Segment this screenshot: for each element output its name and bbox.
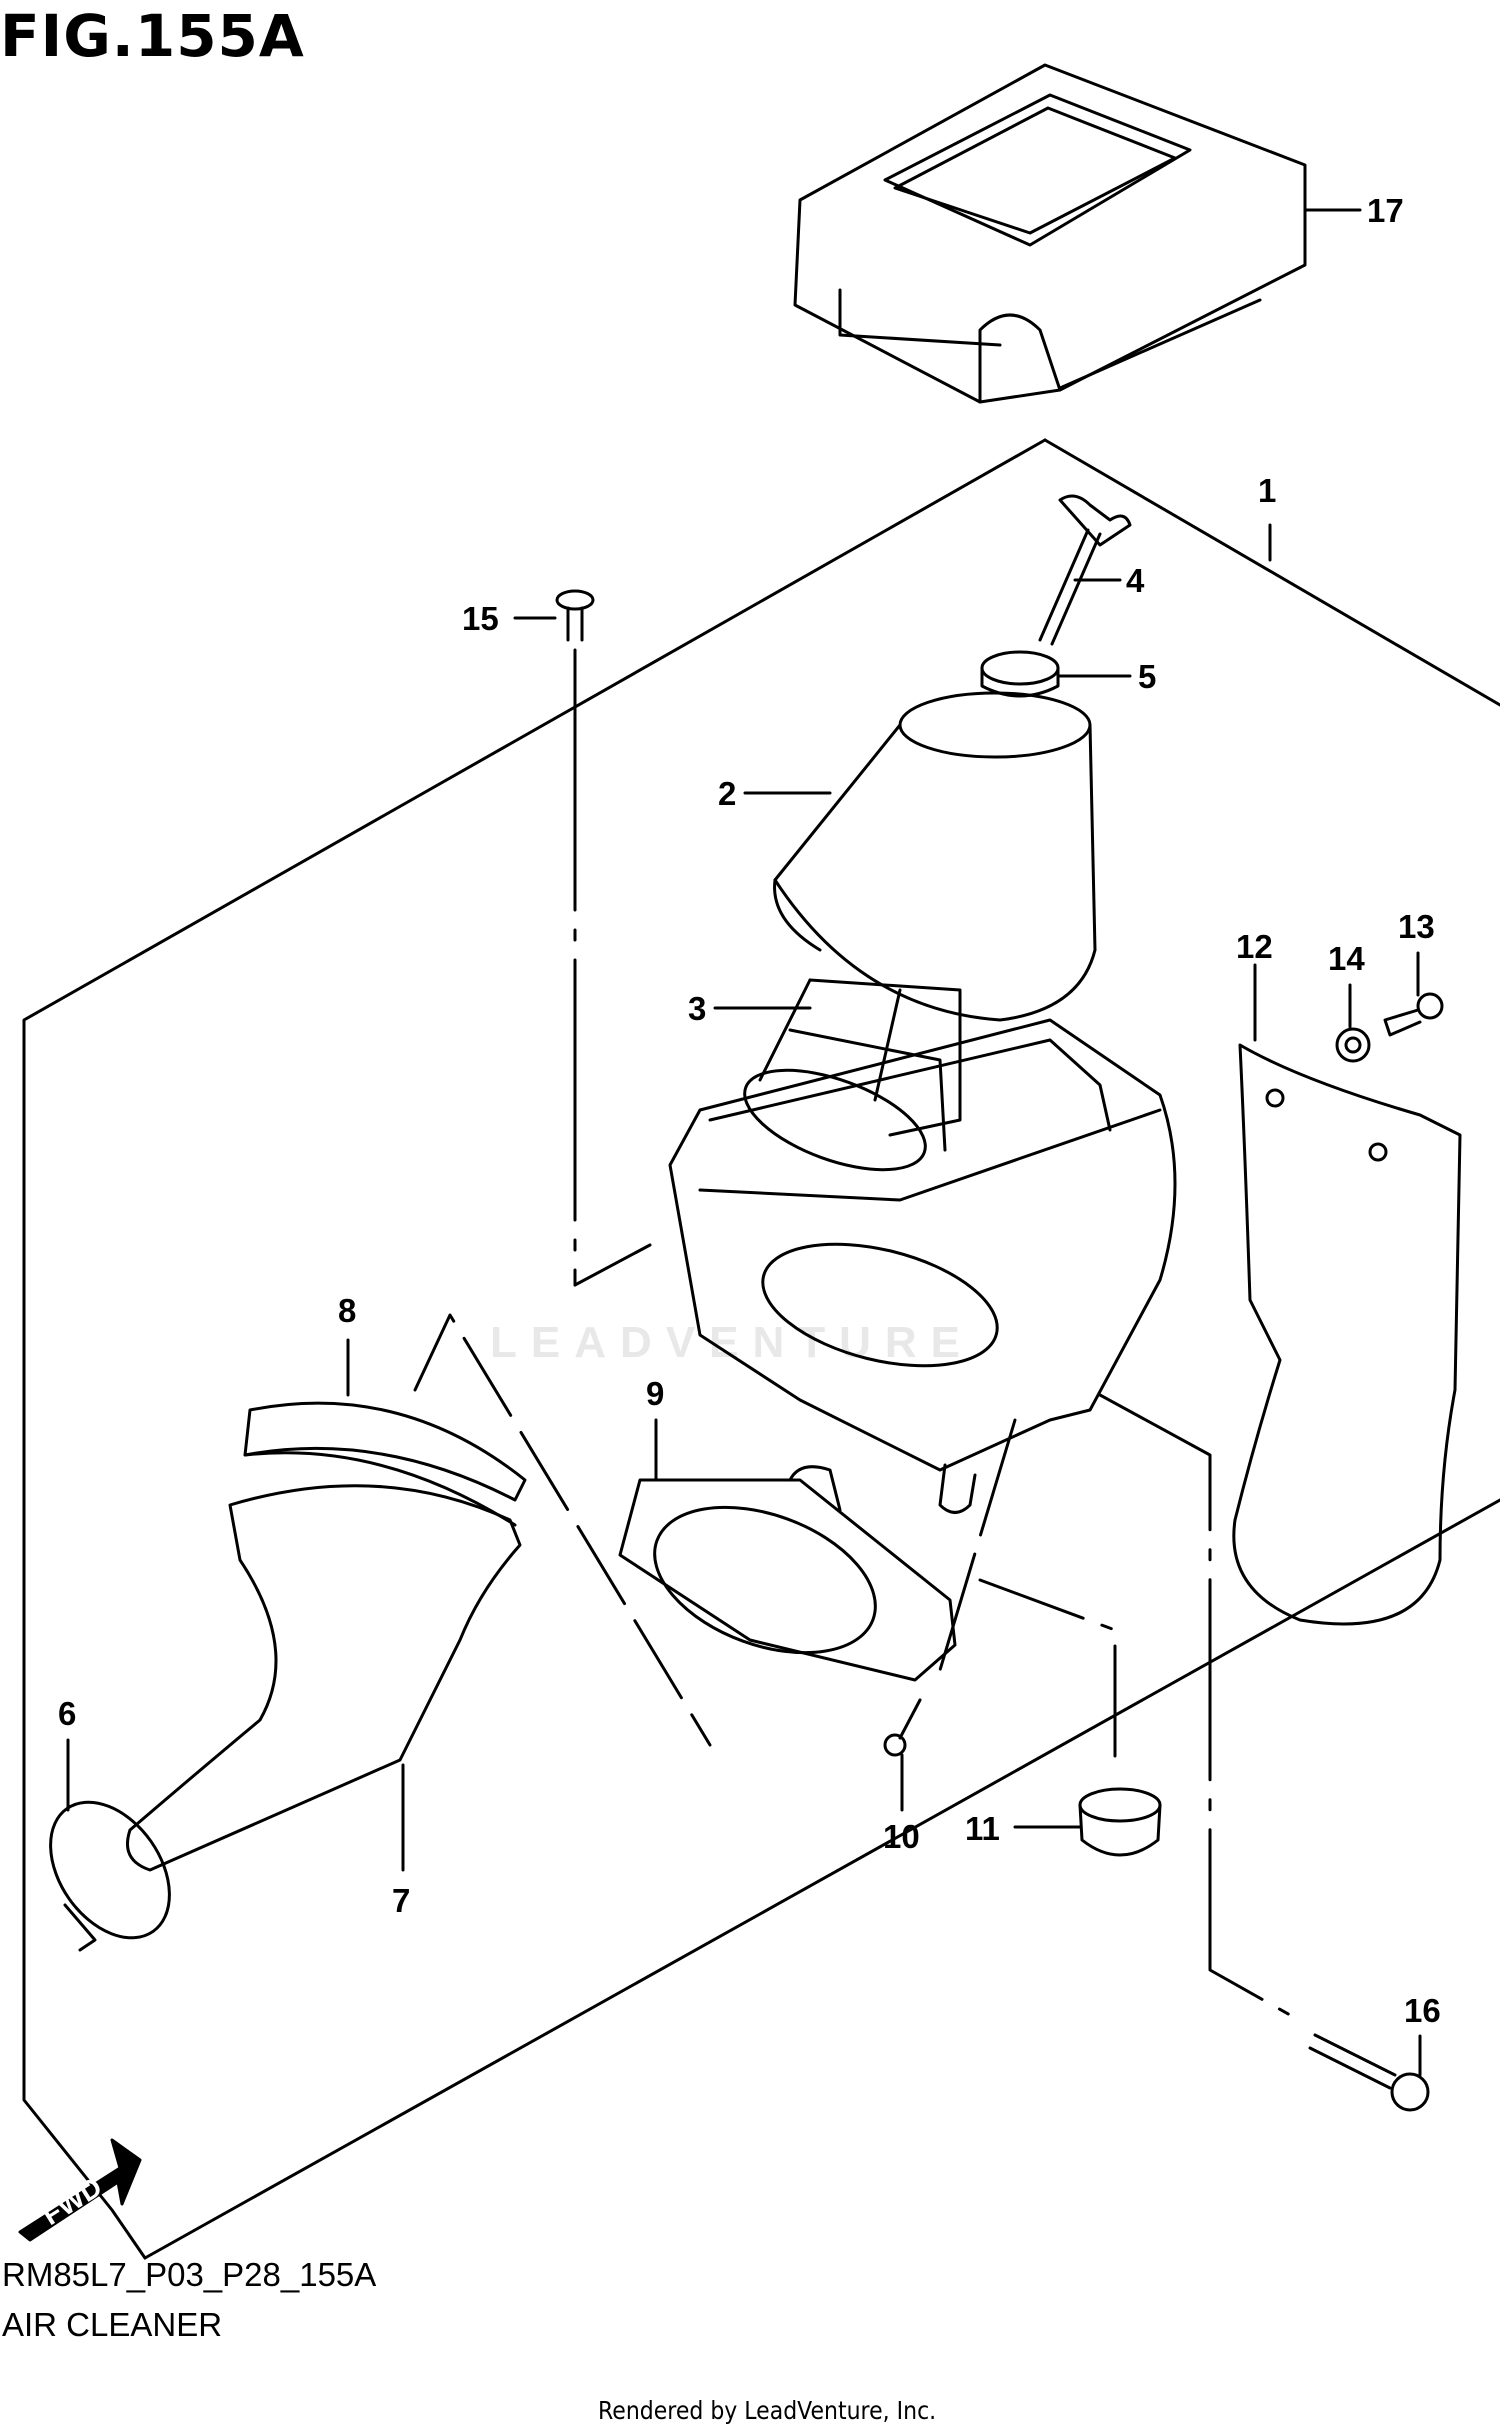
figure-title: FIG.155A — [0, 2, 305, 70]
flange-part-9 — [618, 1465, 957, 1682]
section-name: AIR CLEANER — [2, 2306, 223, 2343]
assembly-boundary-bottom — [143, 1498, 1500, 2260]
callout-17: 17 — [1367, 192, 1404, 229]
screw-part-15 — [555, 589, 595, 642]
cover-part-17 — [793, 63, 1307, 404]
guide-line-b — [978, 1578, 1117, 1777]
guide-line-c — [1098, 1393, 1292, 2017]
side-duct-part-12 — [1232, 1043, 1462, 1626]
callout-8: 8 — [338, 1292, 356, 1329]
render-credit: Rendered by LeadVenture, Inc. — [598, 2396, 937, 2425]
filter-element-part-2 — [773, 691, 1097, 1022]
diagram-code: RM85L7_P03_P28_155A — [2, 2256, 377, 2293]
callout-13: 13 — [1398, 908, 1435, 945]
air-box — [668, 1018, 1177, 1514]
guide-line-d — [938, 1418, 1017, 1672]
callout-16: 16 — [1404, 1992, 1441, 2029]
bolt-part-13 — [1383, 992, 1444, 1037]
bolt-part-16 — [1308, 2033, 1430, 2112]
callout-7: 7 — [392, 1882, 410, 1919]
washer-part-14 — [1335, 1027, 1371, 1063]
watermark: LEADVENTURE — [490, 1318, 975, 1367]
screw-15-leader — [573, 1243, 652, 1287]
callout-1: 1 — [1258, 472, 1276, 509]
callout-12: 12 — [1236, 928, 1273, 965]
washer-part-5 — [980, 650, 1060, 698]
callout-14: 14 — [1328, 940, 1365, 977]
wing-bolt-part-4 — [1038, 494, 1132, 646]
callout-11: 11 — [965, 1810, 1000, 1847]
callout-6: 6 — [58, 1695, 76, 1732]
callout-10: 10 — [883, 1818, 920, 1855]
callout-15: 15 — [462, 600, 499, 637]
callout-9: 9 — [646, 1375, 664, 1412]
filter-cage-part-3 — [743, 978, 962, 1172]
callout-3: 3 — [688, 990, 706, 1027]
callout-2: 2 — [718, 775, 736, 812]
fwd-label: FWD — [37, 2171, 108, 2231]
guide-line-a — [413, 1313, 712, 1747]
grommet-part-11 — [1078, 1787, 1162, 1857]
screw-part-10 — [883, 1698, 922, 1757]
callout-4: 4 — [1126, 562, 1145, 599]
callout-5: 5 — [1138, 658, 1156, 695]
intake-boot-part-7 — [126, 1401, 527, 1872]
clamp-part-6 — [49, 1800, 171, 1952]
assembly-boundary-left — [22, 438, 1047, 2260]
assembly-boundary — [1043, 438, 1500, 707]
